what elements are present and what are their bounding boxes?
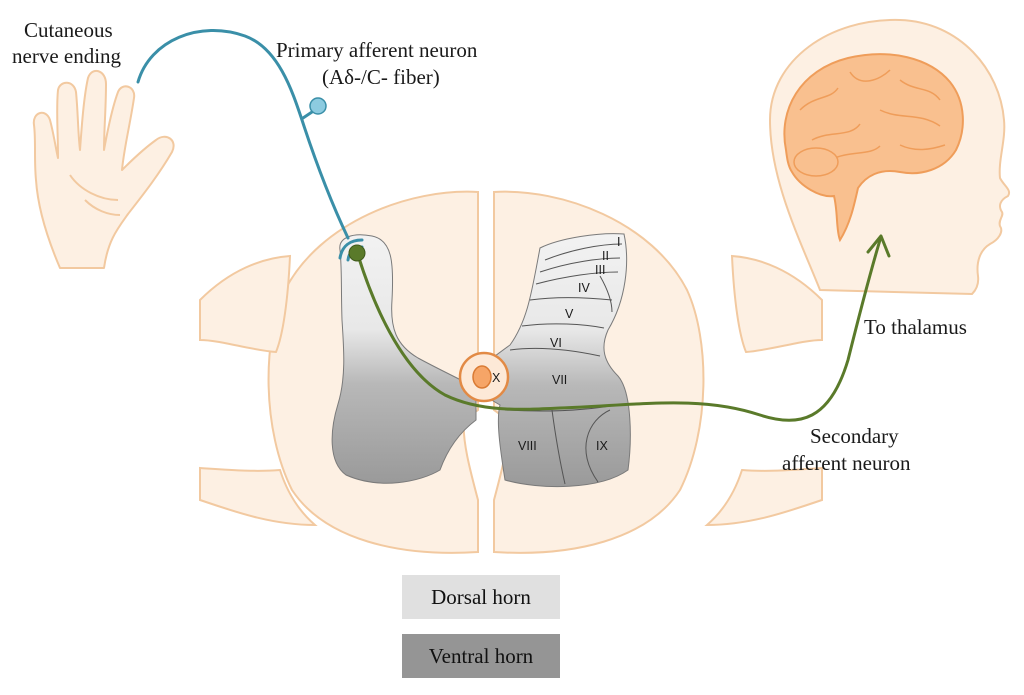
cerebellum xyxy=(793,147,839,177)
cutaneous-label-line2: nerve ending xyxy=(12,44,122,68)
primary-label-line2: (Aδ-/C- fiber) xyxy=(322,65,440,89)
lamina-IV-label: IV xyxy=(578,281,590,295)
secondary-soma xyxy=(348,244,366,262)
central-canal xyxy=(472,365,492,389)
secondary-axon xyxy=(356,238,882,422)
secondary-label-line2: afferent neuron xyxy=(782,451,911,475)
left-gray-horn xyxy=(331,234,477,484)
lamina-I-label: I xyxy=(617,235,620,249)
left-ventral-root xyxy=(199,466,318,527)
thalamus-label: To thalamus xyxy=(864,315,967,339)
cutaneous-label-line1: Cutaneous xyxy=(24,18,113,42)
thalamus-arrowhead xyxy=(866,234,891,258)
right-ventral-root xyxy=(704,466,823,527)
primary-terminal-arc-1 xyxy=(338,238,364,260)
lamina-II-label: II xyxy=(602,249,609,263)
legend-dorsal-horn: Dorsal horn xyxy=(402,575,560,619)
head-illustration xyxy=(768,18,1010,296)
primary-axon xyxy=(136,29,350,240)
brain xyxy=(783,53,964,243)
gray-matter: I II III IV V VI VII VIII IX X xyxy=(331,233,631,488)
lamina-III-label: III xyxy=(595,263,605,277)
right-nerve-root xyxy=(730,254,823,354)
secondary-label-line1: Secondary xyxy=(810,424,899,448)
lamina-VI-label: VI xyxy=(550,336,562,350)
lamina-VIII-label: VIII xyxy=(518,439,537,453)
lamina-V-label: V xyxy=(565,307,574,321)
lamina-IX-label: IX xyxy=(596,439,608,453)
left-nerve-root xyxy=(199,254,292,354)
primary-soma xyxy=(309,97,327,115)
primary-label-line1: Primary afferent neuron xyxy=(276,38,478,62)
hand-illustration xyxy=(32,69,175,269)
lamina-X-label: X xyxy=(492,371,501,385)
legend-ventral-horn: Ventral horn xyxy=(402,634,560,678)
lamina-VII-label: VII xyxy=(552,373,567,387)
